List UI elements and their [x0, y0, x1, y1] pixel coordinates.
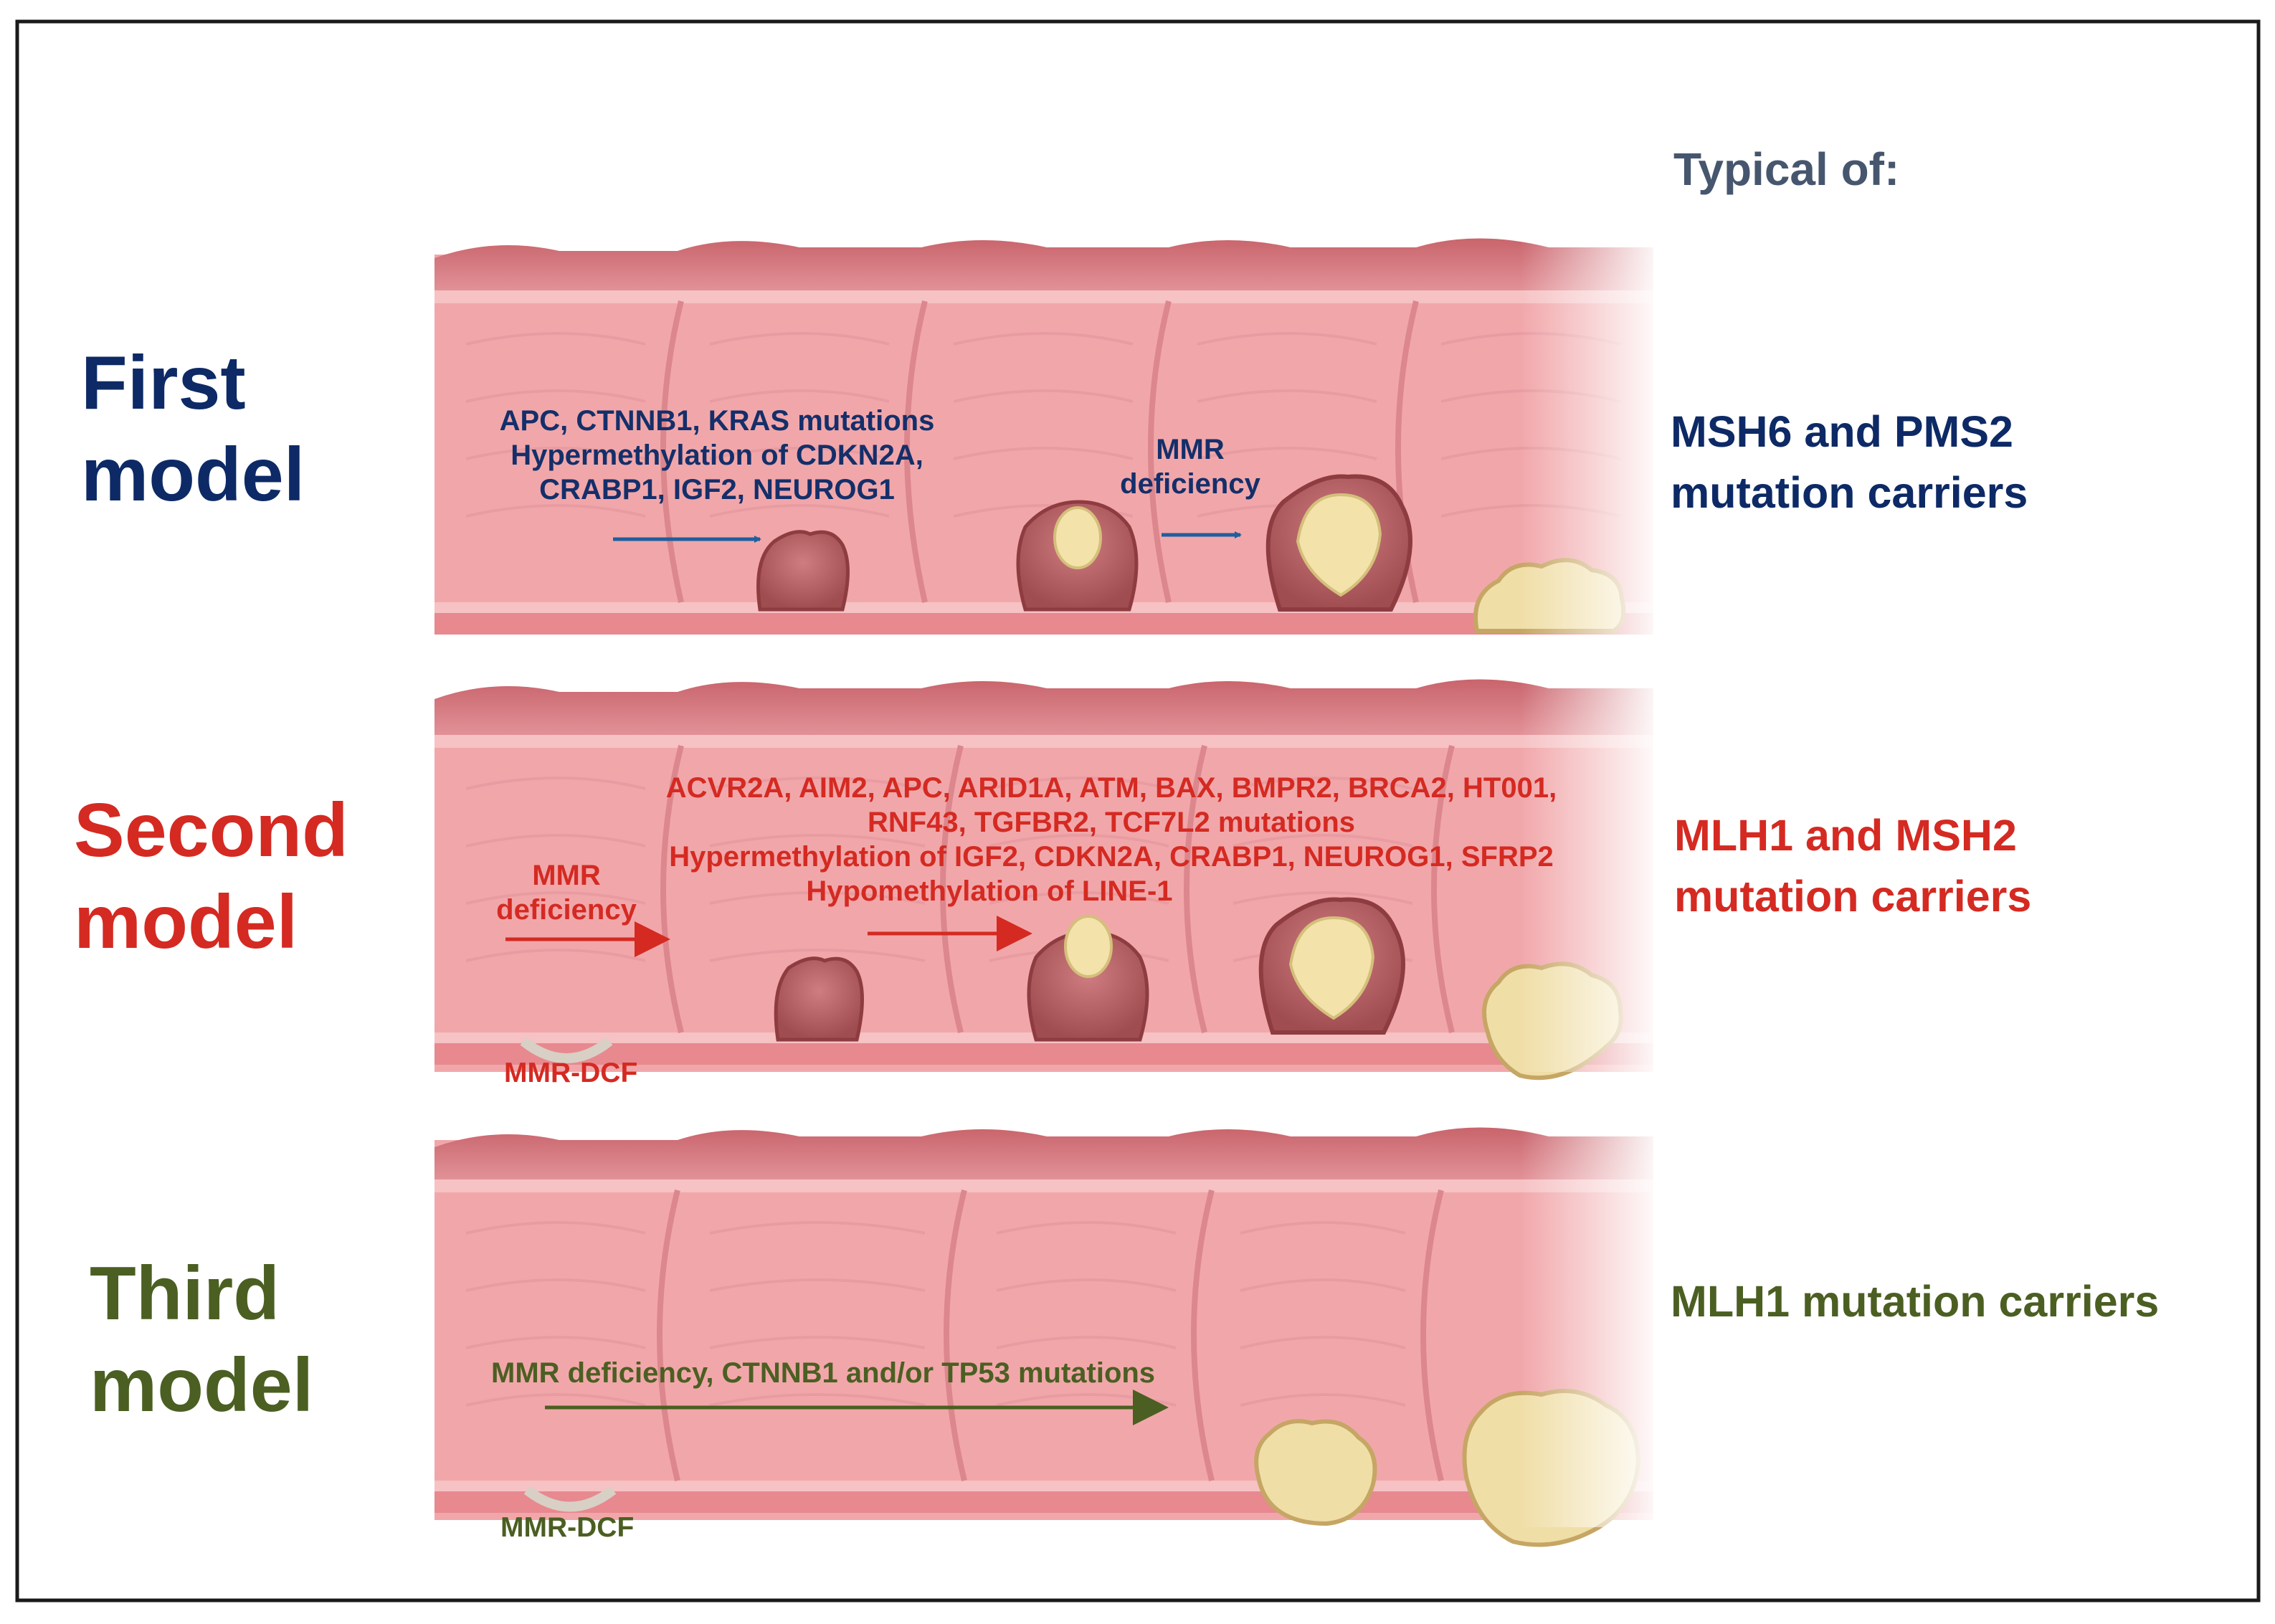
third-model-mutations: MMR deficiency, CTNNB1 and/or TP53 mutat…: [491, 1357, 1156, 1389]
colon-strip-second: [434, 679, 1663, 1081]
arrows: [505, 531, 1242, 1425]
colon-strip-first: [434, 237, 1663, 638]
second-model-mmr-label-line1: MMR: [532, 860, 601, 891]
second-model-carriers-line1: MLH1 and MSH2: [1674, 811, 2017, 860]
adenoma-with-carcinoma: [1016, 500, 1139, 612]
tumor-mass-third-small: [1254, 1419, 1377, 1526]
first-model-mutations-line3: CRABP1, IGF2, NEUROG1: [539, 474, 895, 505]
second-model-mutations-line1: ACVR2A, AIM2, APC, ARID1A, ATM, BAX, BMP…: [665, 772, 1557, 804]
mucosal-ridges: [465, 332, 1621, 518]
third-model-carriers: MLH1 mutation carriers: [1671, 1277, 2160, 1326]
adenoma-small: [756, 530, 850, 612]
first-model-mmr-label-line2: deficiency: [1120, 468, 1260, 500]
second-model-mmr-label-line2: deficiency: [496, 894, 637, 926]
first-model-title-line2: model: [81, 432, 305, 517]
second-model-dcf-label: MMR-DCF: [504, 1058, 638, 1088]
typical-of-heading: Typical of:: [1673, 143, 1900, 195]
colon-strip-third: [434, 1126, 1663, 1547]
first-model-title-line1: First: [81, 341, 246, 425]
second-model-mutations-line3: Hypermethylation of IGF2, CDKN2A, CRABP1…: [669, 841, 1554, 873]
figure-border: [15, 19, 2261, 1602]
first-model-carriers-line2: mutation carriers: [1671, 468, 2028, 517]
second-model-title-line2: model: [74, 880, 298, 964]
carcinoma-invasive: [1265, 474, 1412, 612]
second-model-mutations-line4: Hypomethylation of LINE-1: [806, 875, 1173, 907]
third-model-title-line1: Third: [90, 1251, 280, 1336]
first-model-carriers-line1: MSH6 and PMS2: [1671, 407, 2013, 456]
second-model-title-line1: Second: [74, 788, 348, 873]
second-model-mutations-line2: RNF43, TGFBR2, TCF7L2 mutations: [867, 807, 1356, 838]
third-model-dcf-label: MMR-DCF: [500, 1512, 635, 1543]
second-model-carriers-line2: mutation carriers: [1674, 872, 2032, 921]
third-model-title-line2: model: [90, 1343, 314, 1428]
first-model-mmr-label-line1: MMR: [1156, 434, 1225, 465]
colon-top-wall: [434, 238, 1653, 294]
first-model-mutations-line2: Hypermethylation of CDKN2A,: [510, 440, 923, 471]
first-model-mutations-line1: APC, CTNNB1, KRAS mutations: [499, 405, 935, 437]
mmr-dcf-crypt: [520, 1037, 613, 1063]
